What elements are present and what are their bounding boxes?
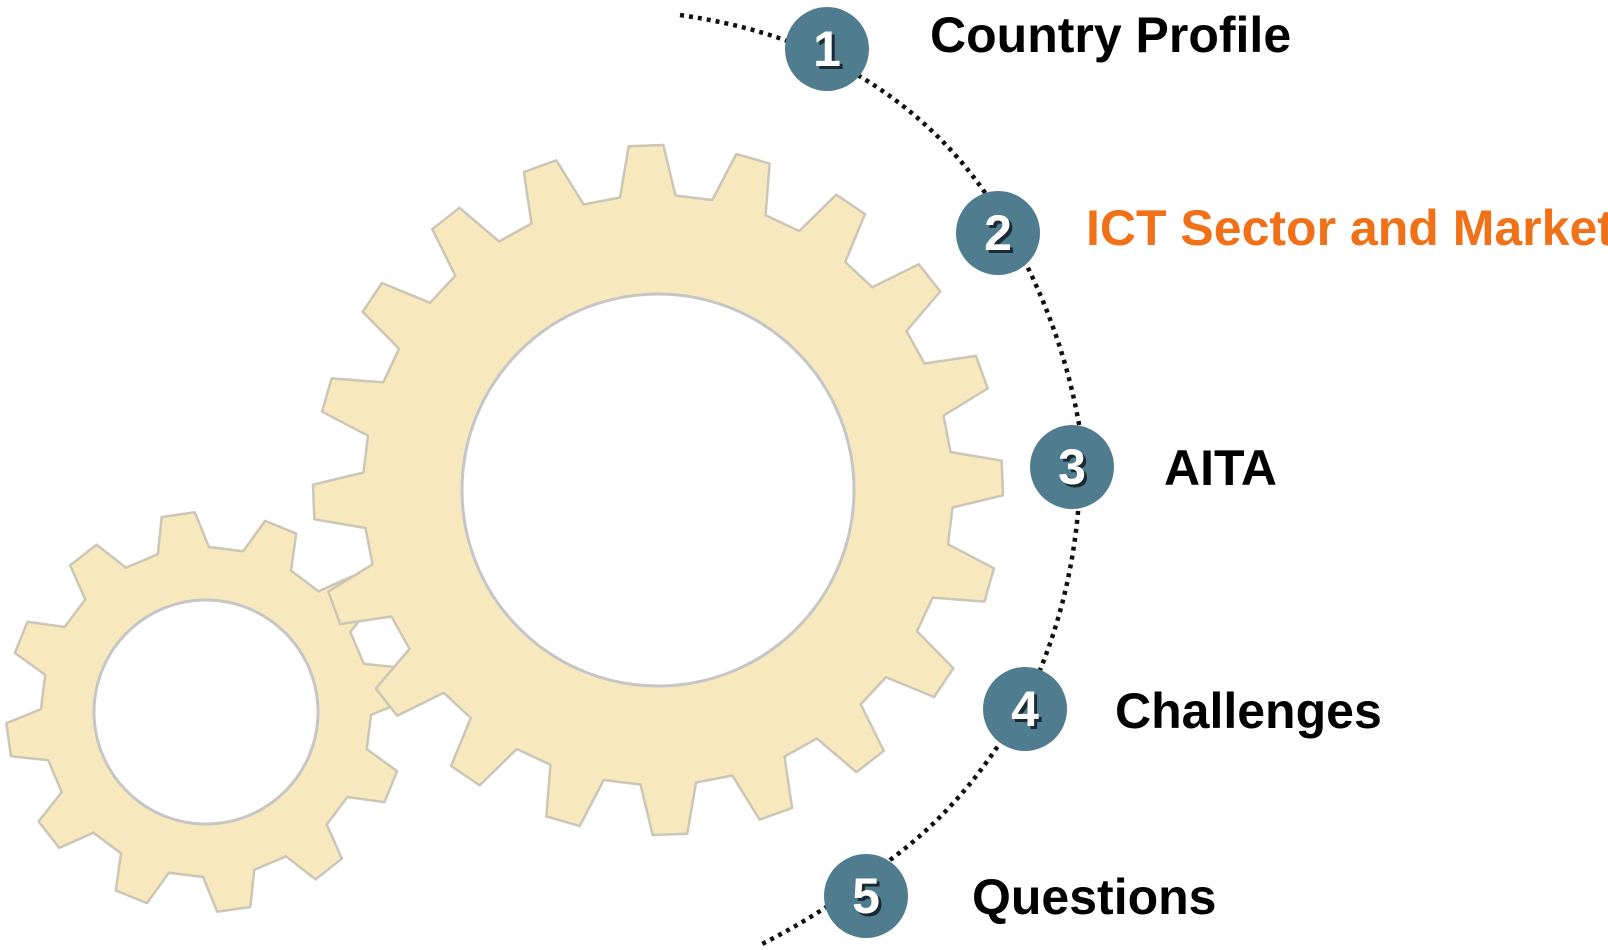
number-4: 4	[1011, 681, 1039, 737]
agenda-number-badge-2: 2 2	[956, 191, 1040, 275]
small-gear-hole	[92, 598, 320, 826]
number-circle-5	[824, 854, 908, 938]
svg-text:1: 1	[816, 24, 844, 80]
number-5: 5	[852, 868, 880, 924]
large-gear-hole	[460, 292, 856, 688]
number-circle-2	[956, 191, 1040, 275]
svg-text:4: 4	[1014, 684, 1042, 740]
number-1: 1	[813, 21, 841, 77]
agenda-number-badge-1: 1 1	[785, 7, 869, 91]
svg-text:3: 3	[1061, 442, 1089, 498]
agenda-item-label-1: Country Profile	[930, 7, 1292, 63]
number-circle-1	[785, 7, 869, 91]
number-3: 3	[1058, 439, 1086, 495]
agenda-item-label-5: Questions	[972, 869, 1217, 925]
agenda-item-label-2: ICT Sector and Market	[1086, 200, 1608, 256]
agenda-number-badge-3: 3 3	[1030, 425, 1114, 509]
agenda-item-label-3: AITA	[1164, 440, 1277, 496]
agenda-number-badge-4: 4 4	[983, 667, 1067, 751]
svg-text:5: 5	[855, 871, 883, 927]
number-2: 2	[984, 205, 1012, 261]
agenda-item-label-4: Challenges	[1115, 683, 1382, 739]
number-circle-4	[983, 667, 1067, 751]
gears-illustration	[5, 143, 1005, 913]
agenda-number-badge-5: 5 5	[824, 854, 908, 938]
svg-text:2: 2	[987, 208, 1015, 264]
number-circle-3	[1030, 425, 1114, 509]
